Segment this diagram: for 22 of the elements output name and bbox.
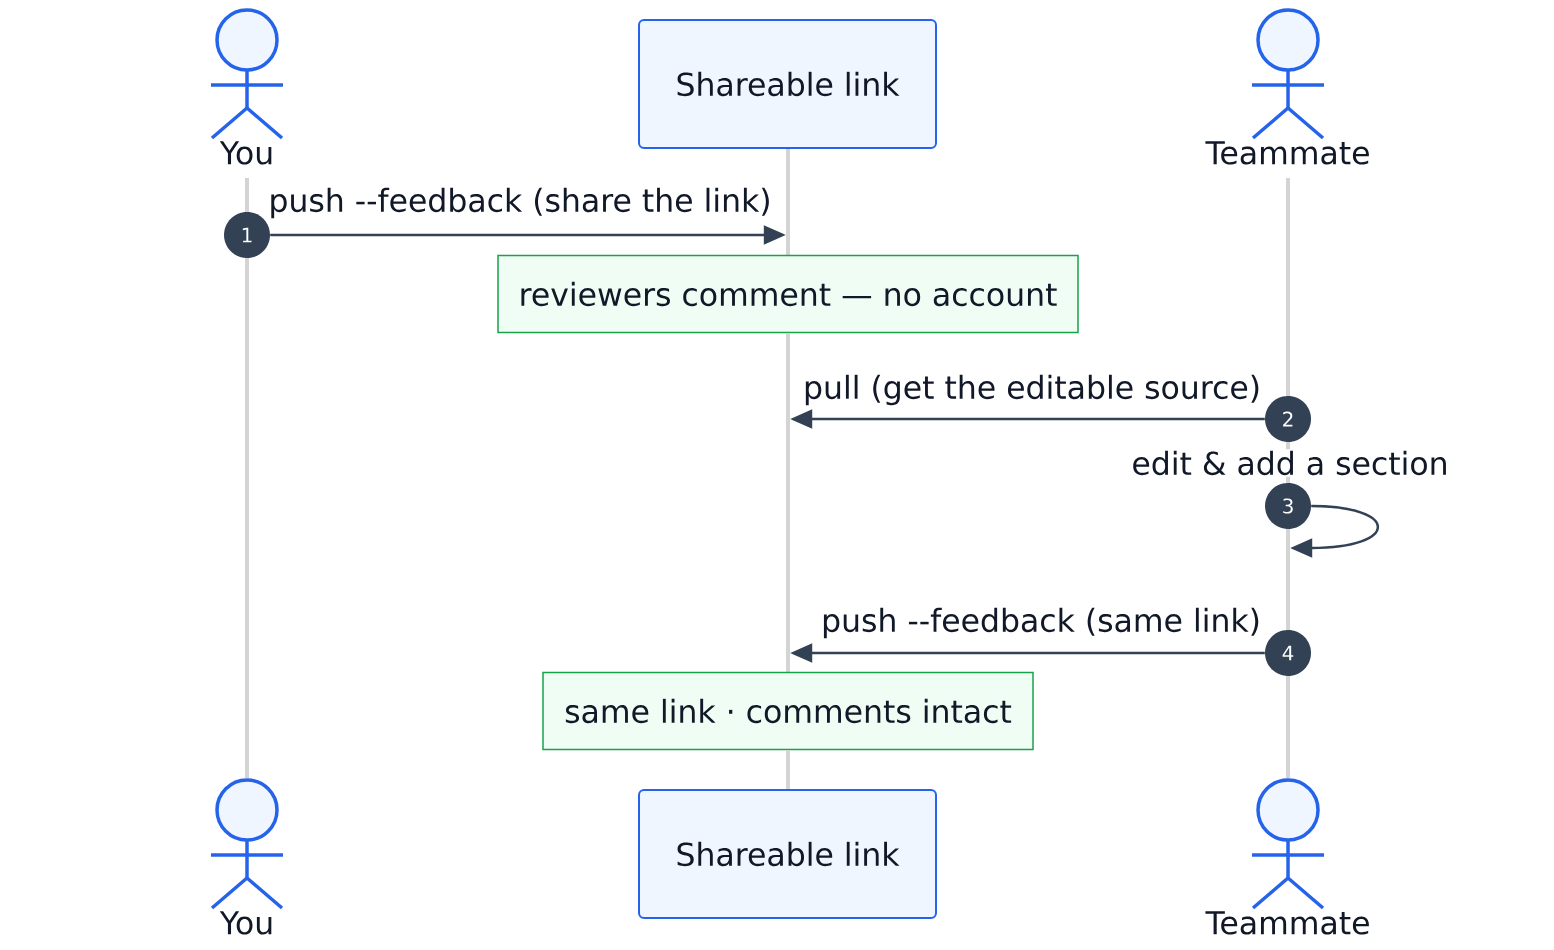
step-number: 4: [1265, 630, 1311, 676]
node-label: Teammate: [1205, 911, 1369, 935]
lifeline: [786, 149, 790, 256]
actor-figure: You: [210, 778, 284, 935]
note-box: same link · comments intact: [542, 671, 1034, 751]
message-label: push --feedback (same link): [819, 606, 1263, 640]
step-number: 3: [1265, 483, 1311, 529]
lifeline: [786, 333, 790, 673]
step-number: 1: [224, 212, 270, 258]
participant-box: Shareable link: [638, 789, 937, 919]
step-number: 2: [1265, 396, 1311, 442]
note-box: reviewers comment — no account: [497, 254, 1079, 334]
lifeline: [786, 750, 790, 790]
node-label: Teammate: [1205, 141, 1369, 165]
actor-figure: Teammate: [1205, 8, 1369, 165]
actor-figure: You: [210, 8, 284, 165]
message-label: edit & add a section: [1129, 449, 1451, 477]
node-label: You: [219, 141, 272, 165]
node-label: You: [219, 911, 272, 935]
participant-box: Shareable link: [638, 19, 937, 149]
message-label: pull (get the editable source): [801, 373, 1263, 407]
actor-figure: Teammate: [1205, 778, 1369, 935]
